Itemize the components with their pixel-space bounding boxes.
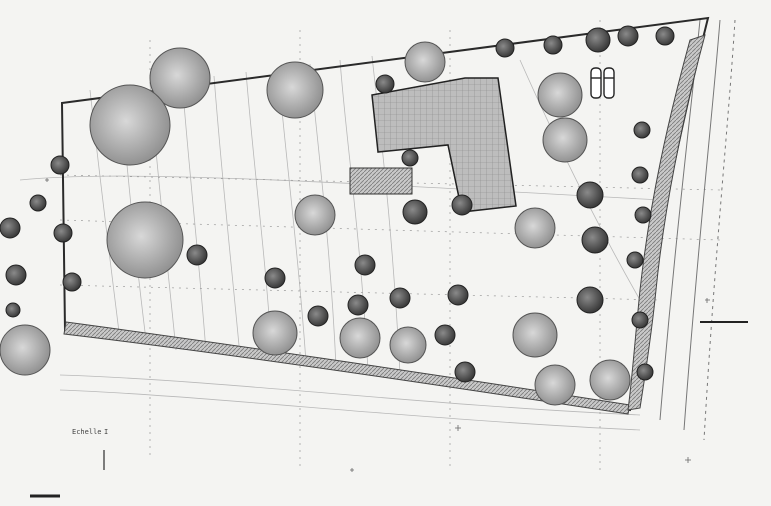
tree (401, 149, 419, 167)
tree (534, 364, 576, 406)
tree (512, 312, 558, 358)
survey-points (45, 178, 710, 472)
car-parking-icon (590, 67, 615, 99)
tree (375, 74, 395, 94)
tree (266, 61, 324, 119)
contour-lines (19, 55, 661, 431)
scale-label: Echelle (72, 428, 102, 436)
tree (626, 251, 644, 269)
tree (354, 254, 376, 276)
tree (631, 311, 649, 329)
tree (339, 317, 381, 359)
tree (631, 166, 649, 184)
large-trees (0, 41, 631, 406)
bottom-hedge (63, 321, 631, 415)
scale-bar: Echelle I (30, 428, 108, 498)
tree (294, 194, 336, 236)
tree (655, 26, 675, 46)
tree (542, 117, 588, 163)
tree (404, 41, 446, 83)
tree (576, 286, 604, 314)
tree (50, 155, 70, 175)
tree (264, 267, 286, 289)
tree (149, 47, 211, 109)
tree (543, 35, 563, 55)
tree (451, 194, 473, 216)
tree (576, 181, 604, 209)
tree (402, 199, 428, 225)
tree (585, 27, 611, 53)
tree (106, 201, 184, 279)
tree (514, 207, 556, 249)
tree (5, 264, 27, 286)
tree (0, 217, 21, 239)
tree (454, 361, 476, 383)
tree (389, 287, 411, 309)
tree (434, 324, 456, 346)
tree (347, 294, 369, 316)
tree (252, 310, 298, 356)
tree (389, 326, 427, 364)
tree (634, 206, 652, 224)
tree (447, 284, 469, 306)
tree (53, 223, 73, 243)
tree (5, 302, 21, 318)
tree (633, 121, 651, 139)
tree (495, 38, 515, 58)
small-trees (0, 25, 675, 383)
tree (29, 194, 47, 212)
scale-tick-label: I (104, 428, 108, 436)
tree (307, 305, 329, 327)
road (659, 19, 736, 441)
tree (89, 84, 171, 166)
tree (589, 359, 631, 401)
tree (581, 226, 609, 254)
tree (537, 72, 583, 118)
terrace (349, 167, 413, 195)
tree (186, 244, 208, 266)
tree (636, 363, 654, 381)
tree (62, 272, 82, 292)
tree (617, 25, 639, 47)
tree (0, 324, 51, 376)
